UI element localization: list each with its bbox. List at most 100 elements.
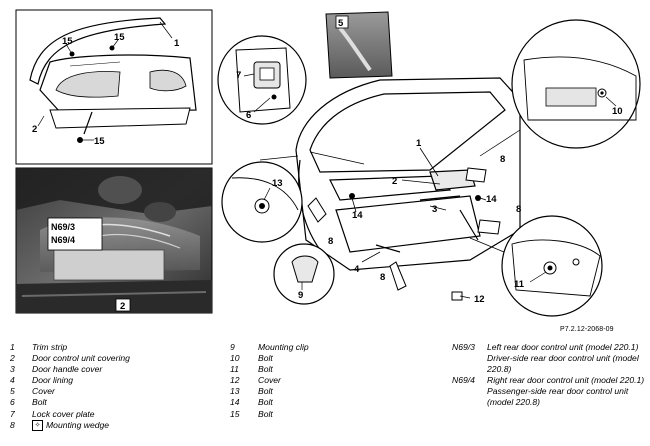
legend-text: Bolt	[258, 364, 273, 375]
legend-text: Door control unit covering	[32, 353, 130, 364]
callout-1-main: 1	[416, 138, 422, 149]
callout-8-c: 8	[328, 236, 333, 247]
legend-row: 14 Bolt	[230, 397, 309, 408]
rear-door-drawing	[295, 77, 521, 271]
legend-row: 10 Bolt	[230, 353, 309, 364]
legend-text: Door lining	[32, 375, 74, 386]
legend-row: 15 Bolt	[230, 409, 309, 420]
legend-row: 7 Lock cover plate	[10, 409, 130, 420]
wedge-symbol-icon: ✧	[32, 419, 43, 431]
callout-n69-3: N69/3	[51, 222, 75, 232]
legend-text: Bolt	[258, 408, 273, 419]
legend-number	[452, 386, 487, 408]
legend-row: 1 Trim strip	[10, 342, 130, 353]
callout-3-main: 3	[432, 204, 437, 215]
legend-number: 13	[230, 386, 240, 397]
legend-number: N69/3	[452, 342, 475, 352]
legend-number: 4	[10, 375, 15, 386]
legend-number: 15	[230, 408, 240, 419]
legend-number: 7	[10, 408, 15, 419]
legend-number: N69/4	[452, 375, 475, 386]
callout-2-main: 2	[392, 176, 397, 187]
legend-row: 5 Cover	[10, 386, 130, 397]
legend-number: 8	[10, 419, 15, 430]
legend-row: N69/4 Right rear door control unit (model…	[452, 375, 647, 386]
bolt-11-inset	[469, 215, 603, 317]
legend-number	[452, 353, 487, 375]
callout-15-inset-c: 15	[94, 136, 105, 147]
trim-strip-inset	[15, 9, 213, 165]
legend-number: 9	[230, 342, 235, 352]
legend-text: Mounting wedge	[46, 419, 110, 430]
legend-row: 13 Bolt	[230, 386, 309, 397]
callout-13: 13	[272, 178, 283, 189]
legend-text: Right rear door control unit (model 220.…	[487, 375, 645, 386]
legend-text: Driver-side rear door control unit (mode…	[487, 353, 639, 375]
callout-1-inset: 1	[174, 38, 180, 49]
bolt-10-inset	[479, 19, 641, 157]
legend-number: 10	[230, 353, 240, 364]
callout-5: 5	[338, 18, 344, 29]
legend-text: Bolt	[258, 353, 273, 364]
legend-number: 6	[10, 397, 15, 408]
bolts-main	[349, 193, 481, 301]
mounting-wedges	[307, 167, 501, 291]
callout-15-inset-a: 15	[62, 36, 73, 47]
bolt-13-inset	[221, 161, 303, 243]
legend-number: 2	[10, 353, 15, 364]
legend-number: 1	[10, 342, 15, 352]
legend-row: 4 Door lining	[10, 375, 130, 386]
legend-text: Cover	[258, 375, 281, 386]
legend-text: Door handle cover	[32, 364, 103, 375]
door-control-unit-photo	[15, 167, 213, 314]
reference-code: P7.2.12-2068-09	[560, 326, 614, 333]
legend-text: Bolt	[258, 386, 273, 397]
legend-row: 11 Bolt	[230, 364, 309, 375]
callout-8-d: 8	[380, 272, 385, 283]
callout-11: 11	[514, 279, 525, 290]
callout-12: 12	[474, 294, 485, 305]
legend-text: Mounting clip	[258, 342, 309, 352]
callout-14-left: 14	[352, 210, 363, 221]
callout-n69-4: N69/4	[51, 235, 75, 245]
callout-15-inset-b: 15	[114, 32, 125, 43]
legend-row: 8 ✧Mounting wedge	[10, 420, 130, 431]
legend-text: Trim strip	[32, 342, 68, 352]
legend-text: Cover	[32, 386, 55, 397]
legend-number: 3	[10, 364, 15, 375]
callout-6: 6	[246, 110, 251, 121]
callout-2-photo: 2	[120, 301, 125, 312]
legend-row: 3 Door handle cover	[10, 364, 130, 375]
legend-row: 9 Mounting clip	[230, 342, 309, 353]
cover-photo-inset	[325, 11, 393, 79]
callout-8-a: 8	[500, 154, 505, 165]
legend-number: 5	[10, 386, 15, 397]
legend-number: 11	[230, 364, 239, 375]
legend-text: Bolt	[32, 397, 47, 408]
legend-row: Passenger-side rear door control unit (m…	[452, 386, 647, 408]
leader-lines	[259, 147, 487, 299]
legend-text: Lock cover plate	[32, 408, 95, 419]
callout-2-inset: 2	[32, 124, 37, 135]
callout-10: 10	[612, 106, 623, 117]
callout-4-main: 4	[354, 264, 360, 275]
callout-14-right: 14	[486, 194, 497, 205]
legend-number: 14	[230, 397, 240, 408]
legend-row: 6 Bolt	[10, 397, 130, 408]
mounting-clip-inset	[273, 243, 335, 305]
legend-row: Driver-side rear door control unit (mode…	[452, 353, 647, 375]
legend-row: 12 Cover	[230, 375, 309, 386]
legend-row: 2 Door control unit covering	[10, 353, 130, 364]
callout-8-b: 8	[516, 204, 521, 215]
lock-cover-inset	[217, 35, 307, 125]
callout-7: 7	[236, 70, 241, 81]
legend-text: Passenger-side rear door control unit (m…	[487, 386, 629, 408]
legend-number: 12	[230, 375, 240, 386]
callout-9: 9	[298, 290, 303, 301]
legend-text: Bolt	[258, 397, 273, 408]
